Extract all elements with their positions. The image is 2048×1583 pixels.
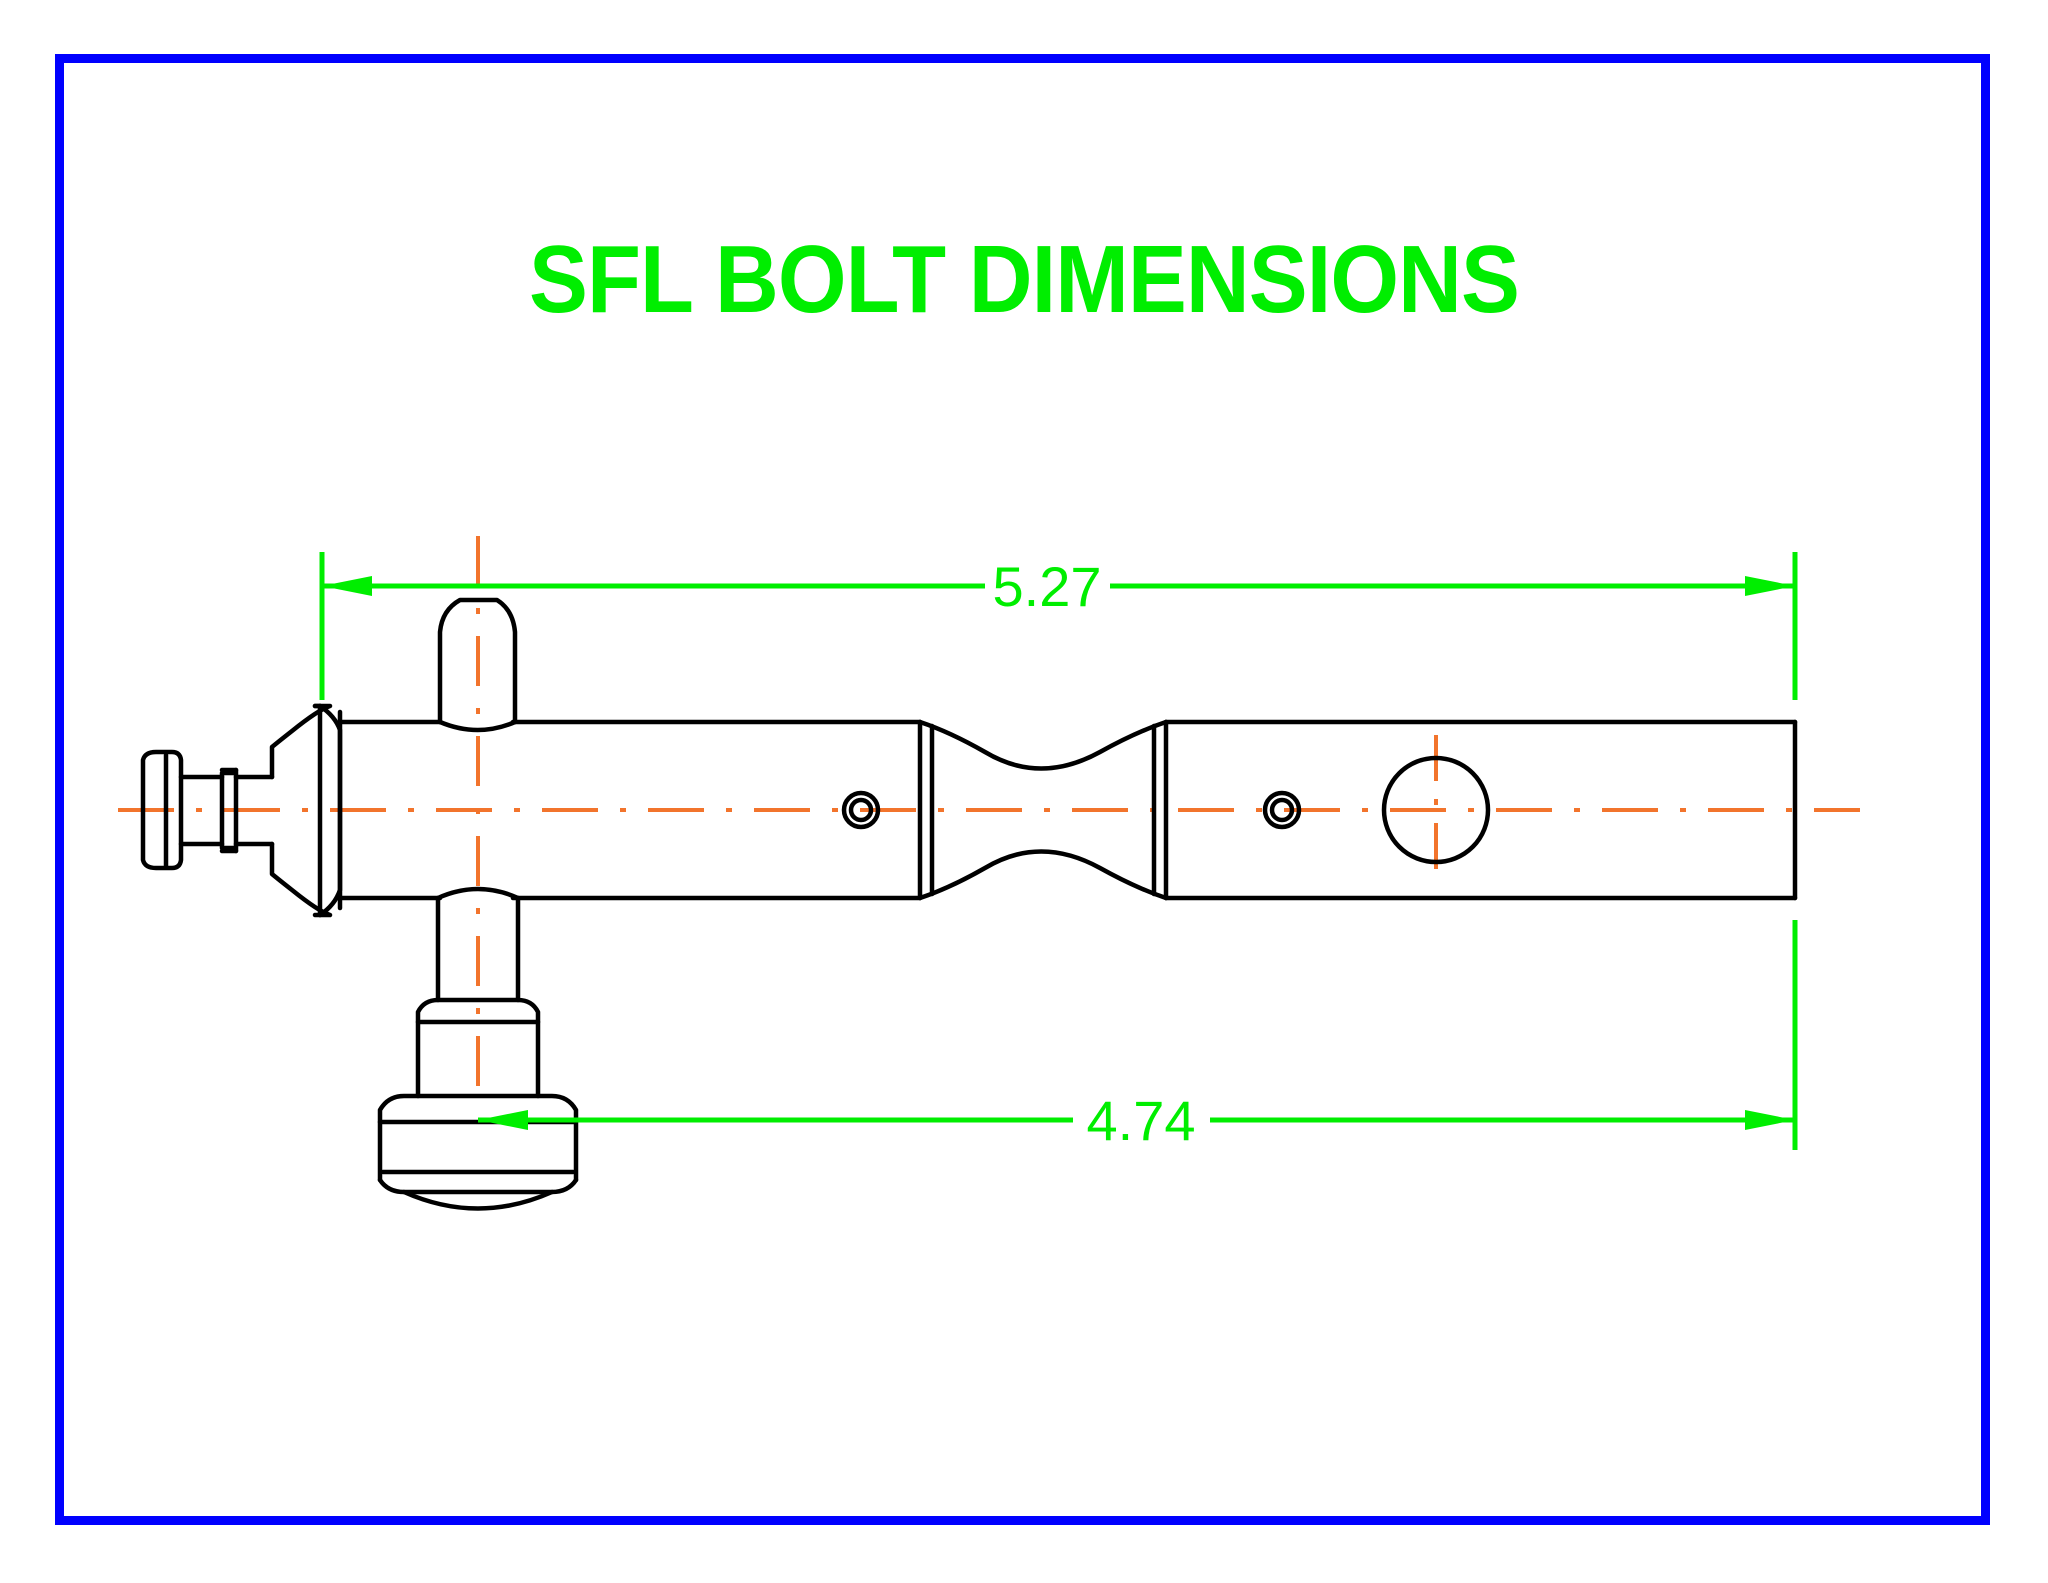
bolt-face-rim <box>140 749 184 871</box>
firing-pin-lug <box>437 597 518 725</box>
dimension-overall-length: 5.27 <box>319 552 1798 700</box>
large-bore-hole <box>1381 755 1491 865</box>
dim-5-27-arrow-left <box>322 576 372 596</box>
dim-4-74-arrow-left <box>478 1110 528 1130</box>
bolt-handle-mid-flange <box>415 997 541 1099</box>
rear-pin-hole-inner <box>1269 797 1295 823</box>
waist-curve-bottom <box>917 849 1169 901</box>
forward-pin-hole-inner <box>848 797 874 823</box>
dim-4-74-arrow-right <box>1745 1110 1795 1130</box>
bolt-handle-neck <box>435 895 521 1003</box>
drawing-border-frame <box>55 54 1990 1525</box>
bolt-handle-knob-bottom <box>377 1177 579 1195</box>
bolt-handle-knob <box>377 1093 579 1183</box>
waist-curve-top <box>917 719 1169 771</box>
dim-4-74-value: 4.74 <box>1087 1089 1196 1152</box>
bolt-outline-group <box>140 597 1798 1211</box>
firing-pin-lug-base-curve <box>437 719 518 733</box>
dim-5-27-arrow-right <box>1745 576 1795 596</box>
bolt-head-collar-band <box>219 767 239 854</box>
dimension-handle-to-tail-length: 4.74 <box>478 920 1798 1152</box>
centerlines-group <box>118 536 1860 1105</box>
forward-pin-hole-outer <box>841 790 881 830</box>
page-title: SFL BOLT DIMENSIONS <box>528 226 1520 333</box>
dim-5-27-value: 5.27 <box>993 555 1102 618</box>
bolt-head-collar <box>219 767 239 854</box>
bolt-handle-knob-round-cap <box>401 1189 555 1211</box>
bolt-handle-neck-curve <box>435 886 521 901</box>
rear-pin-hole-outer <box>1262 790 1302 830</box>
